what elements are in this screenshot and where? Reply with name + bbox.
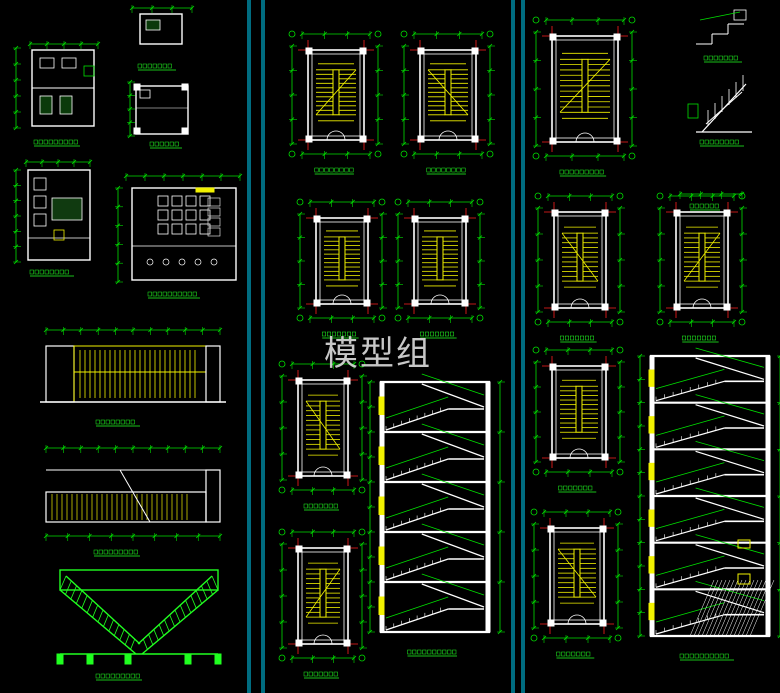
stair-plan-b5 bbox=[530, 508, 623, 659]
toilet-plan-3 bbox=[13, 159, 93, 277]
railing-detail-1 bbox=[696, 9, 747, 63]
stair-plan-b3 bbox=[656, 192, 747, 343]
toilet-plan-4 bbox=[115, 173, 243, 299]
stair-elevation-2 bbox=[43, 445, 223, 557]
stair-plan-a6 bbox=[278, 528, 367, 679]
stair-section-b-hatch bbox=[689, 539, 775, 637]
stair-plan-a3 bbox=[296, 198, 387, 339]
stair-plan-b4 bbox=[532, 346, 625, 493]
toilet-plan-1 bbox=[13, 41, 101, 147]
railing-detail-2 bbox=[677, 75, 752, 211]
stair-plan-a4 bbox=[394, 198, 485, 339]
stair-plan-b2 bbox=[534, 192, 625, 343]
stair-elevation-1 bbox=[40, 327, 226, 427]
stair-3d-view bbox=[56, 569, 222, 681]
stair-plan-b1 bbox=[532, 16, 637, 177]
sheet-frame-lines bbox=[247, 0, 525, 693]
stair-plan-a5 bbox=[278, 360, 367, 511]
watermark-text: 模型组 bbox=[324, 334, 432, 374]
stair-section-a bbox=[367, 373, 505, 657]
stair-plan-a2 bbox=[400, 30, 495, 175]
toilet-plan-2 bbox=[127, 5, 195, 149]
stair-plan-a1 bbox=[288, 30, 383, 175]
stair-section-b bbox=[637, 347, 780, 661]
